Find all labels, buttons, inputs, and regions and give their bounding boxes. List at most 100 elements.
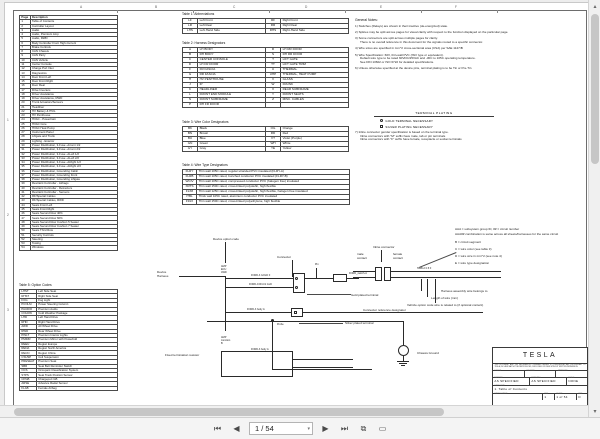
note-number: 5) (355, 52, 359, 57)
thumbnail-view-icon[interactable]: ▭ (378, 424, 387, 433)
vertical-scrollbar-thumb[interactable] (591, 14, 599, 164)
row-code: F91X (182, 199, 197, 205)
connector-body-silver (291, 308, 303, 317)
label-probe: Probe (277, 323, 284, 326)
terminal-plating-title: TERMINAL PLATING (374, 111, 494, 117)
title-block-row-specs: MATERIAL AS SPECIFIED FINISHING AS SPECI… (493, 377, 587, 386)
note-subtext: There is no overall reference in this do… (360, 39, 483, 44)
table3-caption: Table 3: Wire Color Designators (182, 120, 229, 124)
note-text: Switches (Relays) are shown in their ina… (358, 23, 448, 28)
next-page-button[interactable]: ▶ (322, 424, 329, 433)
field-material: MATERIAL AS SPECIFIED (493, 377, 530, 385)
field-size-value: D (578, 395, 581, 400)
fit-page-icon[interactable]: ⧉ (360, 423, 367, 433)
plating-option-gold: GOLD TERMINAL NECESSARY (380, 119, 494, 123)
field-approved-key: APPROVED (557, 370, 568, 373)
scroll-up-arrow-icon[interactable]: ▴ (593, 3, 597, 10)
label-silver-plated-terminal: Silver plated terminal (345, 321, 374, 325)
note-text: Wire Specification: 60V, thin-wall PVC (… (358, 52, 444, 57)
note-number: 6) (355, 66, 359, 71)
label-connector-reference-designator: Connector reference designator (363, 308, 406, 312)
leader-line (435, 279, 436, 303)
field-part-name: PART NAME 1. Table of Contents (493, 385, 587, 394)
brand-name: TESLA (522, 352, 558, 359)
note-7: 7) Inline connector gender specification… (355, 130, 565, 142)
wire-line (353, 277, 375, 278)
field-scale-key: SCALE (568, 377, 575, 380)
label-gold-plated-terminal: Gold plated terminal (351, 293, 379, 297)
note-7-number: 7) (355, 130, 358, 134)
leader-line (225, 242, 226, 263)
label-conn-tag-4: FORD-3 body A (251, 348, 269, 351)
page-navigation-toolbar: ⏮ ◀ 1 / 54 ▾ ▶ ⏭ ⧉ ▭ (0, 417, 600, 439)
label-harness-assembly: Harness assembly wire belongs to (441, 289, 488, 293)
general-notes-header: General Notes: (355, 18, 378, 22)
leader-line (179, 276, 225, 277)
label-resistor-tag: FORD_switch-A (349, 272, 367, 275)
field-part-number: PART NUMBER (493, 393, 543, 401)
general-notes-list: 1) Switches (Relays) are shown in their … (355, 23, 555, 72)
table4-caption: Table 4: Wire Type Designators (182, 163, 228, 167)
field-approved: APPROVED (556, 370, 587, 377)
zone-tick (193, 10, 194, 13)
connector-body-gold (293, 273, 305, 293)
scroll-down-arrow-icon[interactable]: ▾ (593, 408, 597, 415)
field-rev: REV 1 (543, 393, 555, 401)
title-block-row-part: PART NUMBER REV 1 SHEET 1 of 54 SIZE D (493, 393, 587, 401)
field-finishing-value: AS SPECIFIED (531, 379, 556, 384)
field-material-value: AS SPECIFIED (494, 379, 519, 384)
zone-tick (117, 10, 118, 13)
legend-key-aapp: AAA## combination is same across all she… (455, 232, 559, 236)
field-material-key: MATERIAL (494, 377, 504, 380)
note-number: 3) (355, 36, 359, 41)
row-code-left: P (182, 102, 198, 108)
row-label-left: Gray (197, 146, 266, 152)
vertical-scrollbar[interactable]: ▴ ▾ (588, 0, 600, 417)
circle-symbol-icon (295, 277, 298, 280)
field-part-name-value: 1. Table of Contents (494, 387, 528, 392)
wire-line (303, 312, 483, 313)
inline-connector-female (384, 267, 391, 281)
note-7-text: Inline connector gender specification is… (358, 130, 449, 134)
note-item: 3) Some connectors are split across mult… (355, 36, 555, 45)
row-code-left: GY (182, 146, 198, 152)
field-finishing: FINISHING AS SPECIFIED (530, 377, 567, 385)
label-wire-tag: SWB-2 0.5 F (417, 267, 432, 270)
field-part-number-key: PART NUMBER (494, 393, 508, 396)
junction-block (221, 351, 293, 377)
field-size-key: SIZE (578, 393, 583, 396)
leader-line (421, 279, 422, 291)
legend-key-b: B = circuit segment (455, 240, 481, 244)
last-page-button[interactable]: ⏭ (340, 423, 349, 433)
first-page-button[interactable]: ⏮ (213, 423, 222, 433)
square-symbol-icon (294, 311, 297, 314)
previous-page-button[interactable]: ◀ (233, 424, 240, 433)
plating-option-gold-label: GOLD TERMINAL NECESSARY (385, 118, 434, 123)
zone-marker-top-c: C (233, 5, 236, 9)
field-rev-key: REV (544, 393, 549, 396)
wire-line (403, 356, 404, 361)
wire-line (293, 367, 353, 368)
leader-line (381, 250, 382, 262)
zone-marker-left-1: 1 (7, 118, 9, 122)
page-number-field[interactable]: 1 / 54 ▾ (249, 422, 313, 435)
wire-line (391, 271, 501, 272)
horizontal-scrollbar[interactable] (0, 405, 588, 417)
zone-tick (269, 10, 270, 13)
zone-tick (497, 10, 498, 13)
general-notes: General Notes: 1) Switches (Relays) are … (355, 18, 555, 74)
note-text: Wire sizes are specified in mm^2 cross-s… (358, 46, 463, 51)
horizontal-scrollbar-thumb[interactable] (14, 408, 444, 416)
chevron-down-icon[interactable]: ▾ (307, 425, 310, 432)
note-item: 2) Splices may be split across pages for… (355, 30, 555, 35)
wire-line (305, 278, 333, 279)
wire-line (353, 271, 375, 272)
circle-symbol-icon (380, 119, 383, 123)
row-code: FLAB (19, 385, 37, 392)
field-checked: CHECKED (525, 370, 557, 377)
